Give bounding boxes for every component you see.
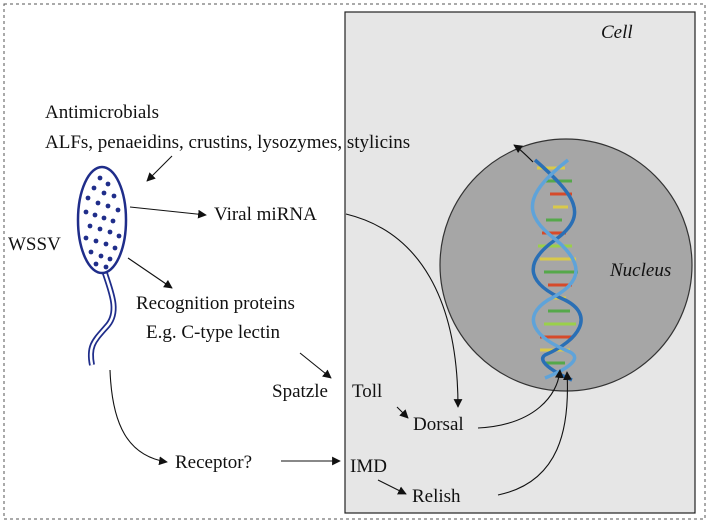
label-dorsal: Dorsal <box>413 414 464 435</box>
label-wssv: WSSV <box>8 234 61 255</box>
wssv-virus <box>76 165 128 366</box>
label-recognition-example: E.g. C-type lectin <box>146 322 281 343</box>
cell-label: Cell <box>601 22 633 43</box>
dna-strand-b <box>530 158 578 380</box>
label-relish: Relish <box>412 486 461 507</box>
arrow-antimicrobials-to-virus <box>146 155 173 182</box>
label-spatzle: Spatzle <box>272 381 328 402</box>
arrow-recognition-to-spatzle <box>299 352 332 379</box>
virus-particles <box>83 175 122 270</box>
arrow-virus-to-mirna <box>129 206 207 219</box>
virus-tail <box>87 269 117 366</box>
nucleus <box>439 138 693 392</box>
arrow-nucleus-to-antimicrobials <box>513 144 534 163</box>
dna-helix <box>530 158 583 382</box>
arrows <box>109 144 572 496</box>
label-toll: Toll <box>352 381 382 402</box>
arrow-virus-to-receptor <box>109 369 168 466</box>
arrow-dorsal-to-nucleus <box>477 369 564 429</box>
nucleus-label: Nucleus <box>609 260 671 281</box>
arrow-toll-to-dorsal <box>396 406 409 419</box>
arrow-relish-to-nucleus <box>497 371 572 496</box>
label-receptor: Receptor? <box>175 452 252 473</box>
arrow-imd-to-relish <box>377 479 407 495</box>
outer-dashed-border <box>3 3 706 520</box>
label-recognition-title: Recognition proteins <box>136 293 295 314</box>
arrow-mirna-to-dorsal <box>345 213 463 408</box>
label-imd: IMD <box>350 456 387 477</box>
arrow-virus-to-recognition <box>127 257 173 289</box>
label-viral-mirna: Viral miRNA <box>214 204 317 225</box>
label-antimicrobials-title: Antimicrobials <box>45 102 159 123</box>
label-antimicrobials-list: ALFs, penaeidins, crustins, lysozymes, s… <box>45 132 410 153</box>
